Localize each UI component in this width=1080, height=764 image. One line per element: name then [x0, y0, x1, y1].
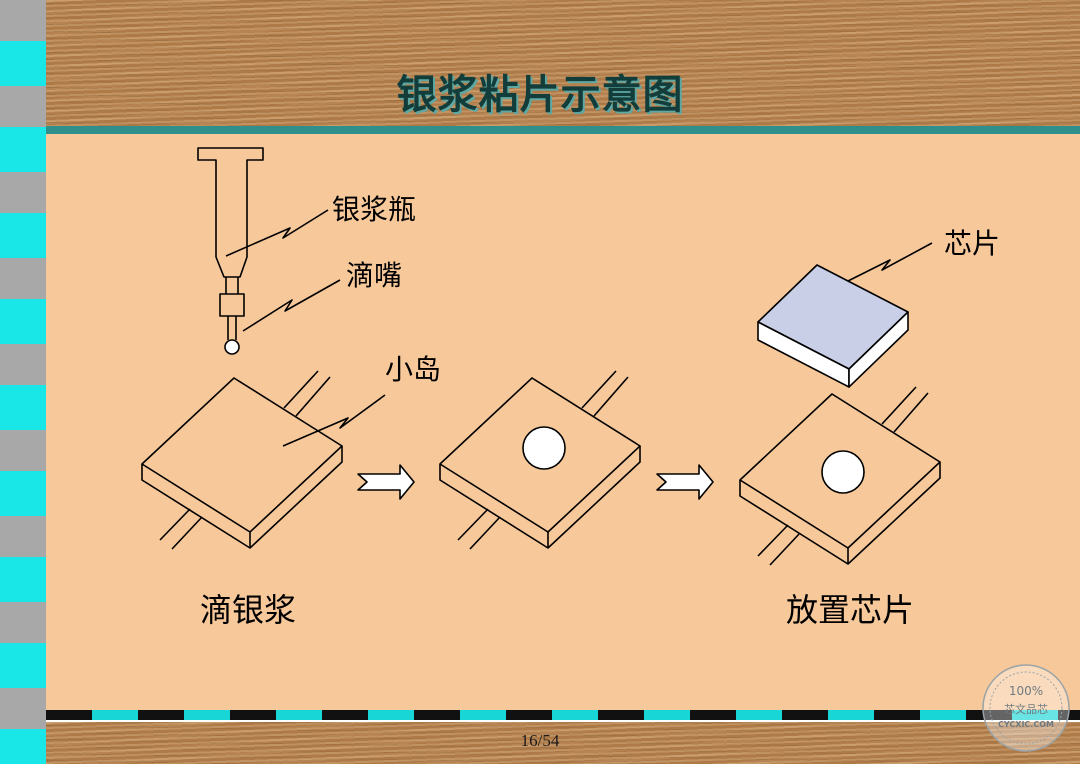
- watermark-top-text: 100%: [1009, 684, 1043, 698]
- label-chip: 芯片: [944, 227, 1001, 260]
- silver-paste-dot-2: [821, 450, 865, 494]
- lead-frame-3: [739, 386, 941, 566]
- caption-place-chip: 放置芯片: [786, 591, 915, 629]
- slide-title: 银浆粘片示意图: [396, 71, 684, 118]
- leader-bottle: [225, 209, 329, 257]
- left-decorative-strip: [0, 0, 46, 764]
- leader-nozzle: [242, 279, 341, 332]
- leader-chip: [825, 242, 933, 293]
- caption-dispense-silver-paste: 滴银浆: [200, 591, 297, 629]
- watermark-seal: 100% 芯文品芯 CYCXIC.COM: [982, 664, 1070, 752]
- dispenser-nozzle: [219, 277, 245, 355]
- lead-frame-2: [439, 370, 641, 550]
- lead-frame-1: [141, 370, 343, 550]
- label-silver-paste-bottle: 银浆瓶: [332, 193, 417, 226]
- footer-dash-bar: [46, 710, 1080, 720]
- wood-header-band: [46, 0, 1080, 126]
- leader-island: [282, 394, 386, 447]
- silver-paste-bottle: [197, 147, 264, 278]
- step-arrow-2: [656, 464, 714, 500]
- step-arrow-1: [357, 464, 415, 500]
- wood-footer-band: [46, 722, 1080, 764]
- content-panel: [46, 134, 1080, 710]
- watermark-bottom-text: CYCXIC.COM: [998, 720, 1054, 729]
- chip: [757, 264, 909, 388]
- silver-paste-dot-1: [522, 426, 566, 470]
- header-divider: [46, 126, 1080, 134]
- page-number: 16/54: [520, 731, 560, 750]
- label-nozzle: 滴嘴: [346, 259, 403, 292]
- label-island: 小岛: [385, 353, 442, 386]
- watermark-middle-text: 芯文品芯: [1004, 702, 1048, 716]
